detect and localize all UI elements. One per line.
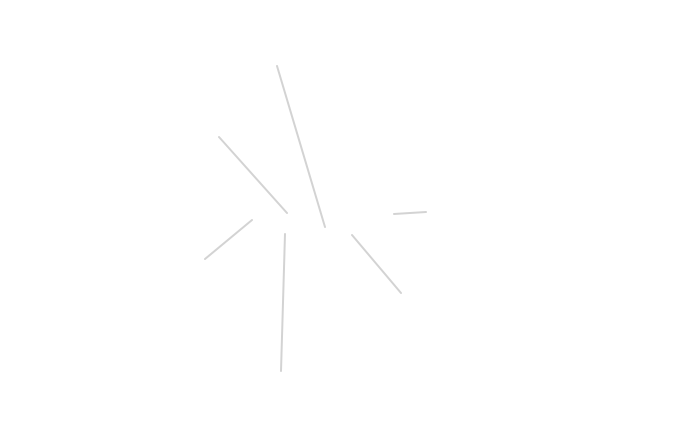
burst-ray: [276, 65, 326, 228]
burst-ray: [218, 136, 288, 214]
burst-ray: [204, 219, 253, 260]
burst-ray: [280, 233, 286, 372]
burst-ray: [393, 211, 427, 215]
burst-ray: [351, 234, 402, 294]
